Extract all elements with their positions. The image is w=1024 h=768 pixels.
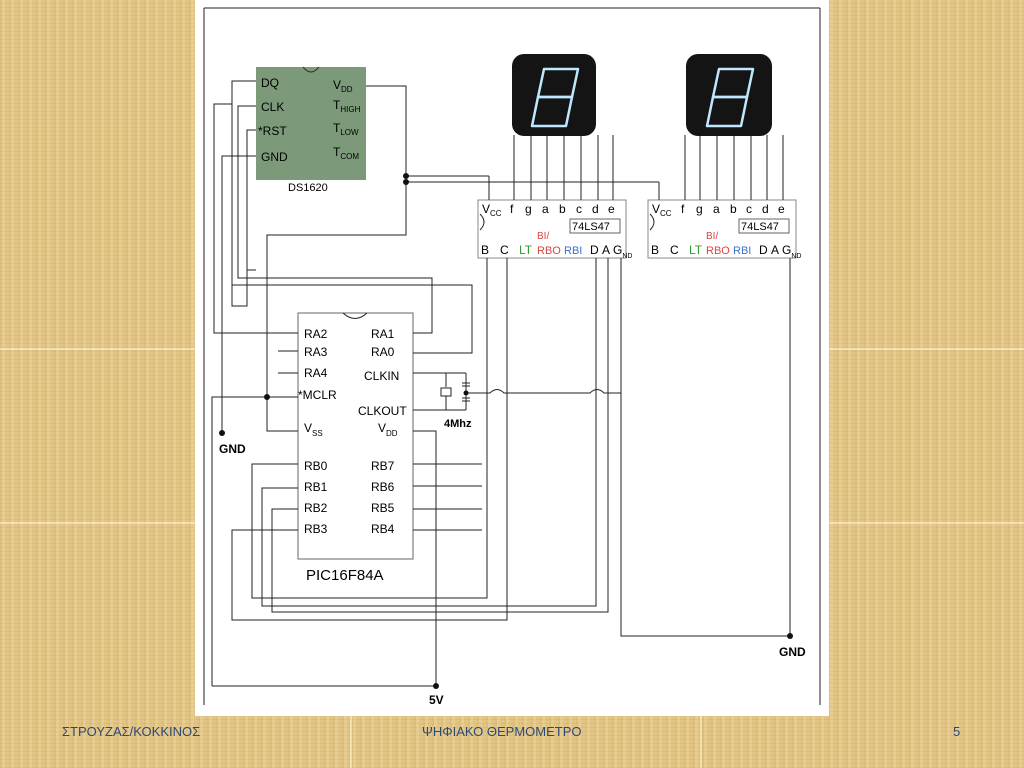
sensor-pin-dq: DQ (261, 76, 279, 90)
mcu-pin-ra1: RA1 (371, 327, 395, 341)
circuit-schematic: DQ CLK *RST GND VDD THIGH TLOW TCOM DS16… (203, 7, 821, 707)
decoder-pin-c-input: C (500, 243, 509, 257)
mcu-body (297, 312, 414, 560)
panel-frame (203, 7, 821, 705)
sensor-notch (302, 66, 320, 73)
decoder-pin-bi: BI/ (537, 231, 549, 242)
ds1620-sensor: DQ CLK *RST GND VDD THIGH TLOW TCOM DS16… (256, 66, 366, 194)
decoder-pin-f: f (510, 202, 514, 216)
decoder-pin-gnd: GND (782, 243, 801, 260)
seven-segment-display-1 (512, 54, 596, 136)
decoder-pin-c: c (576, 202, 582, 216)
mcu-pin-rb5: RB5 (371, 501, 395, 515)
display-body (512, 54, 596, 136)
mcu-pin-rb7: RB7 (371, 459, 395, 473)
sensor-pin-clk: CLK (261, 100, 284, 114)
decoder-pin-d-input: D (590, 243, 599, 257)
sensor-pin-gnd: GND (261, 150, 288, 164)
decoder-pin-d-input: D (759, 243, 768, 257)
decoder-pin-b: b (730, 202, 737, 216)
decoder-pin-a: a (542, 202, 549, 216)
decoder-pin-rbi: RBI (733, 245, 751, 257)
mcu-pin-ra0: RA0 (371, 345, 395, 359)
decoder-label-box (569, 218, 621, 234)
decoder-pin-b-input: B (651, 243, 659, 257)
decoder-pin-a-input: A (602, 243, 610, 257)
footer-title: ΨΗΦΙΑΚΟ ΘΕΡΜΟΜΕΤΡΟ (422, 724, 582, 739)
decoder-pin-a: a (713, 202, 720, 216)
wiring (211, 80, 791, 687)
decoder-pin-f: f (681, 202, 685, 216)
decoder-74ls47-1: VCC f g a b c d e 74LS47 BI/ B C LT RBO … (477, 199, 632, 260)
mcu-notch (342, 312, 368, 319)
mcu-pin-rb0: RB0 (304, 459, 328, 473)
digit-eight-segments (705, 67, 755, 128)
junction-dots (219, 173, 793, 689)
mcu-pin-rb4: RB4 (371, 522, 395, 536)
junction-dot (463, 390, 469, 396)
decoder-pin-lt: LT (519, 243, 533, 257)
decoder-pin-c: c (746, 202, 752, 216)
decoder-notch (479, 213, 485, 231)
footer-authors: ΣΤΡΟΥΖΑΣ/ΚΟΚΚΙΝΟΣ (62, 724, 201, 739)
schematic-panel: DQ CLK *RST GND VDD THIGH TLOW TCOM DS16… (195, 0, 829, 716)
display-body (686, 54, 772, 136)
decoder-pin-e: e (778, 202, 785, 216)
decoder-pin-rbi: RBI (564, 245, 582, 257)
mcu-pin-rb1: RB1 (304, 480, 328, 494)
mcu-pin-mclr: *MCLR (298, 388, 337, 402)
decoder-pin-rbo: RBO (537, 245, 561, 257)
decoder-pin-vcc: VCC (652, 202, 672, 218)
decoder-pin-b-input: B (481, 243, 489, 257)
sensor-name: DS1620 (288, 182, 328, 194)
sensor-pin-tcom: TCOM (333, 145, 359, 161)
mcu-pin-ra2: RA2 (304, 327, 328, 341)
decoder-notch (649, 213, 655, 231)
decoder-pin-vcc: VCC (482, 202, 502, 218)
decoder-pin-e: e (608, 202, 615, 216)
pic16f84a-mcu: RA2 RA3 RA4 *MCLR VSS RB0 RB1 RB2 RB3 RA… (297, 312, 414, 584)
decoder-label-box (738, 218, 790, 234)
decoder-pin-g: g (525, 202, 532, 216)
crystal-oscillator (413, 372, 621, 411)
slide-number: 5 (953, 724, 961, 739)
sensor-body (256, 67, 366, 180)
mcu-name: PIC16F84A (306, 567, 384, 584)
decoder-pin-c-input: C (670, 243, 679, 257)
sensor-pin-rst: *RST (258, 124, 287, 138)
crystal-frequency-label: 4Mhz (444, 418, 472, 430)
seven-segment-display-2 (686, 54, 772, 136)
gnd-label-right: GND (779, 645, 806, 659)
mcu-pin-clkin: CLKIN (364, 369, 399, 383)
decoder-pin-g: g (696, 202, 703, 216)
digit-eight-segments (530, 67, 580, 128)
mcu-pin-rb3: RB3 (304, 522, 328, 536)
mcu-pin-ra3: RA3 (304, 345, 328, 359)
mcu-pin-vdd: VDD (378, 421, 398, 438)
decoder-pin-lt: LT (689, 243, 703, 257)
decoder-pin-gnd: GND (613, 243, 632, 260)
mcu-pin-vss: VSS (304, 421, 323, 438)
supply-5v-label: 5V (429, 693, 444, 707)
decoder-74ls47-2: VCC f g a b c d e 74LS47 BI/ B C LT RBO … (647, 199, 801, 260)
decoder-pin-d: d (762, 202, 769, 216)
gnd-label-left: GND (219, 442, 246, 456)
decoder-pin-a-input: A (771, 243, 779, 257)
mcu-pin-rb2: RB2 (304, 501, 328, 515)
mcu-pin-ra4: RA4 (304, 366, 328, 380)
mcu-pin-clkout: CLKOUT (358, 404, 407, 418)
decoder-pin-rbo: RBO (706, 245, 730, 257)
decoder-pin-bi: BI/ (706, 231, 718, 242)
sensor-pin-tlow: TLOW (333, 121, 359, 137)
mcu-pin-rb6: RB6 (371, 480, 395, 494)
decoder-pin-d: d (592, 202, 599, 216)
decoder-name: 74LS47 (741, 221, 779, 233)
decoder-pin-b: b (559, 202, 566, 216)
sensor-pin-thigh: THIGH (333, 98, 361, 114)
sensor-pin-vdd: VDD (333, 78, 353, 94)
decoder-name: 74LS47 (572, 221, 610, 233)
